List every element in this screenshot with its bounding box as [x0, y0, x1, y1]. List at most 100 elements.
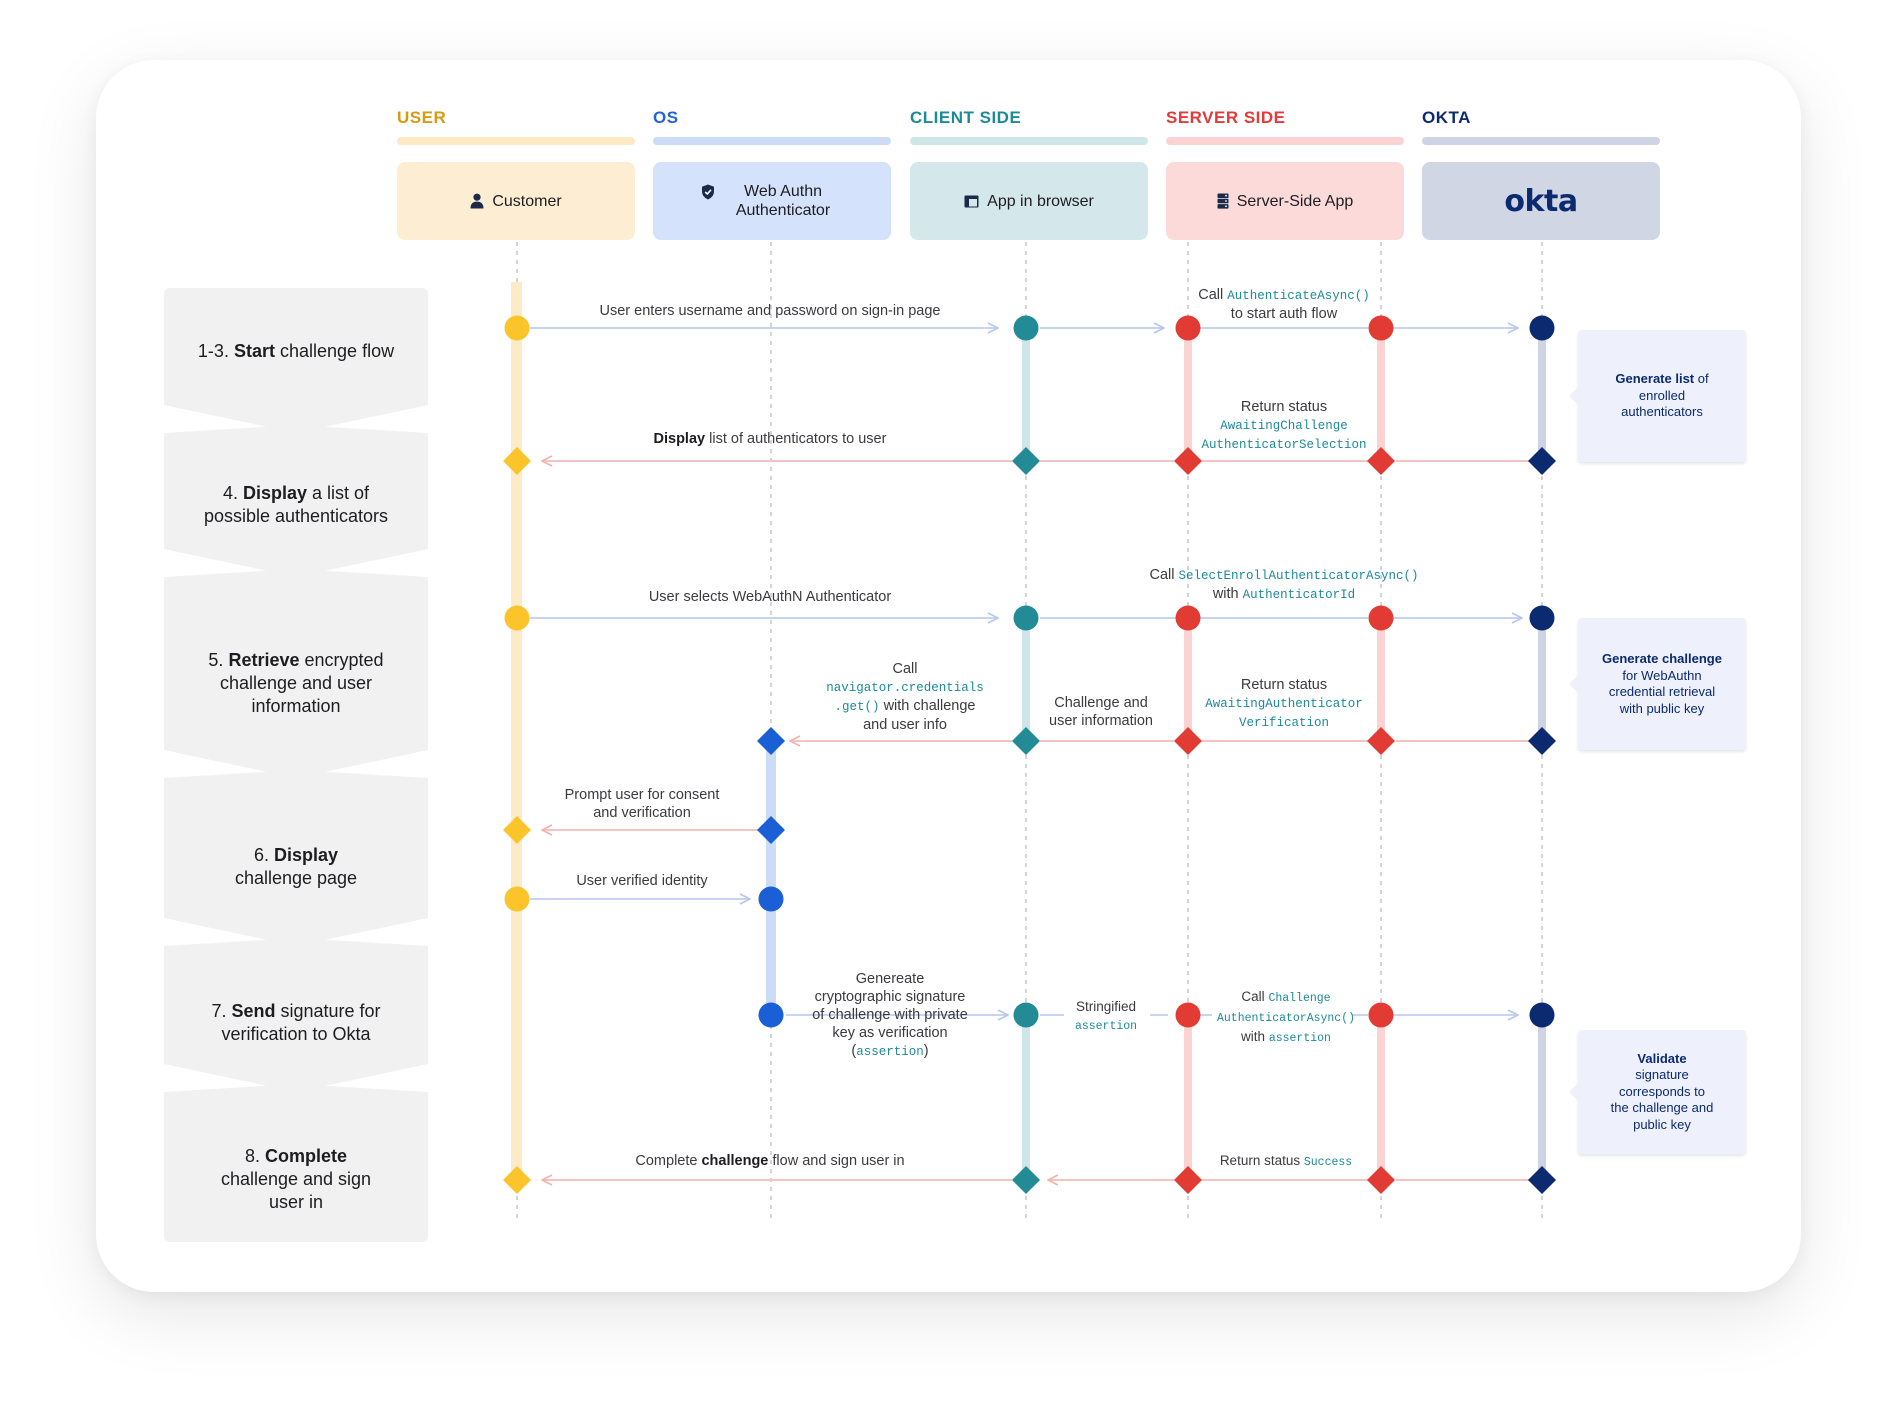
step-7: 7. Send signature for verification to Ok… [211, 1001, 381, 1044]
step-panel-5 [164, 938, 428, 1092]
diamond-server1-1 [1174, 447, 1202, 475]
node-os-1 [758, 886, 784, 912]
msg-return-awaiting-verification: Return status AwaitingAuthenticator Veri… [1205, 677, 1363, 730]
node-okta-1 [1529, 315, 1555, 341]
lane-title-os: OS [653, 108, 679, 127]
okta-logo: okta [1504, 183, 1578, 219]
step-1-3: 1-3. Start challenge flow [197, 340, 395, 361]
msg-call-challenge-authenticator: Call Challenge AuthenticatorAsync() with… [1216, 989, 1356, 1045]
diamond-user-3 [503, 1166, 531, 1194]
lane-title-okta: OKTA [1422, 108, 1471, 127]
msg-stringified-assertion: Stringified assertion [1074, 999, 1138, 1033]
lane-bar-os [653, 137, 891, 145]
diamond-os-1 [757, 727, 785, 755]
step-8: 8. Complete challenge and sign user in [220, 1145, 372, 1212]
activation-os [766, 740, 776, 1015]
lane-title-server: SERVER SIDE [1166, 108, 1286, 127]
msg-return-success: Return status Success [1219, 1153, 1353, 1169]
lane-bar-server [1166, 137, 1404, 145]
node-server2-1 [1368, 315, 1394, 341]
node-server2-2 [1368, 605, 1394, 631]
diamond-server1-2 [1174, 727, 1202, 755]
msg-call-navigator-credentials: Call navigator.credentials .get() with c… [826, 661, 984, 733]
node-server2-3 [1368, 1002, 1394, 1028]
activation-server-1a [1184, 328, 1192, 461]
diamond-okta-3 [1528, 1166, 1556, 1194]
node-client-3 [1013, 1002, 1039, 1028]
activation-bars [511, 282, 1546, 1182]
activation-server-1c [1184, 1015, 1192, 1180]
node-user-2 [504, 605, 530, 631]
request-arrows [530, 328, 1522, 1015]
activation-client-1 [1022, 328, 1030, 461]
actor-webauthn: Web Authn Authenticator [653, 162, 891, 240]
msg-display-authenticators: Display list of authenticators to user [653, 431, 887, 447]
lane-title-user: USER [397, 108, 447, 127]
lane-title-client: CLIENT SIDE [910, 108, 1022, 127]
msg-generate-signature: Genereate cryptographic signature of cha… [812, 971, 968, 1059]
node-client-1 [1013, 315, 1039, 341]
msg-return-awaiting-selection: Return status AwaitingChallenge Authenti… [1201, 399, 1367, 452]
actor-app-browser: App in browser [910, 162, 1148, 240]
activation-client-2 [1022, 618, 1030, 741]
msg-select-webauthn: User selects WebAuthN Authenticator [648, 589, 892, 605]
msg-call-authenticate: Call AuthenticateAsync() to start auth f… [1198, 287, 1370, 322]
step-panel-3 [164, 569, 428, 778]
diamond-client-2 [1012, 727, 1040, 755]
activation-okta-2 [1538, 618, 1546, 741]
actor-okta: okta [1422, 162, 1660, 240]
browser-window-icon [964, 195, 979, 208]
lane-bar-user [397, 137, 635, 145]
person-icon [470, 193, 484, 209]
diamond-os-2 [757, 816, 785, 844]
diamond-user-2 [503, 816, 531, 844]
node-server1-2 [1175, 605, 1201, 631]
response-arrows [542, 461, 1530, 1180]
step-6: 6. Display challenge page [234, 845, 358, 888]
lane-bar-client [910, 137, 1148, 145]
msg-user-verified: User verified identity [576, 873, 708, 889]
activation-okta-3 [1538, 1015, 1546, 1180]
actor-label-app-browser: App in browser [987, 192, 1094, 210]
server-icon [1217, 193, 1229, 209]
note-pointer [1569, 1083, 1578, 1101]
actor-label-webauthn: Web Authn Authenticator [735, 183, 831, 219]
activation-user [511, 282, 522, 1182]
node-client-2 [1013, 605, 1039, 631]
actor-server-app: Server-Side App [1166, 162, 1404, 240]
step-panel-2 [164, 425, 428, 577]
diamond-server1-3 [1174, 1166, 1202, 1194]
activation-server-1b [1184, 618, 1192, 741]
activation-server-2b [1377, 618, 1385, 741]
circle-nodes [504, 315, 1555, 1028]
msg-complete-challenge: Complete challenge flow and sign user in [635, 1153, 905, 1169]
diamond-server2-1 [1367, 447, 1395, 475]
activation-okta-1 [1538, 328, 1546, 461]
node-os-2 [758, 1002, 784, 1028]
step-panel-4 [164, 770, 428, 946]
msg-prompt-consent: Prompt user for consent and verification [564, 787, 720, 821]
step-panel-1 [164, 288, 428, 433]
lane-bar-okta [1422, 137, 1660, 145]
activation-server-2a [1377, 328, 1385, 461]
step-4: 4. Display a list of possible authentica… [203, 483, 389, 526]
node-server1-3 [1175, 1002, 1201, 1028]
actor-customer: Customer [397, 162, 635, 240]
msg-call-select-enroll: Call SelectEnrollAuthenticatorAsync() wi… [1149, 567, 1419, 602]
node-server1-1 [1175, 315, 1201, 341]
msg-enter-credentials: User enters username and password on sig… [599, 303, 941, 319]
step-5: 5. Retrieve encrypted challenge and user… [208, 649, 384, 716]
step-panels [164, 288, 428, 1242]
diamond-client-1 [1012, 447, 1040, 475]
diamond-okta-2 [1528, 727, 1556, 755]
actor-label-customer: Customer [492, 192, 562, 210]
diamond-server2-3 [1367, 1166, 1395, 1194]
shield-check-icon [701, 184, 715, 200]
diamond-server2-2 [1367, 727, 1395, 755]
diamond-nodes [503, 447, 1556, 1194]
note-pointer [1569, 387, 1578, 405]
